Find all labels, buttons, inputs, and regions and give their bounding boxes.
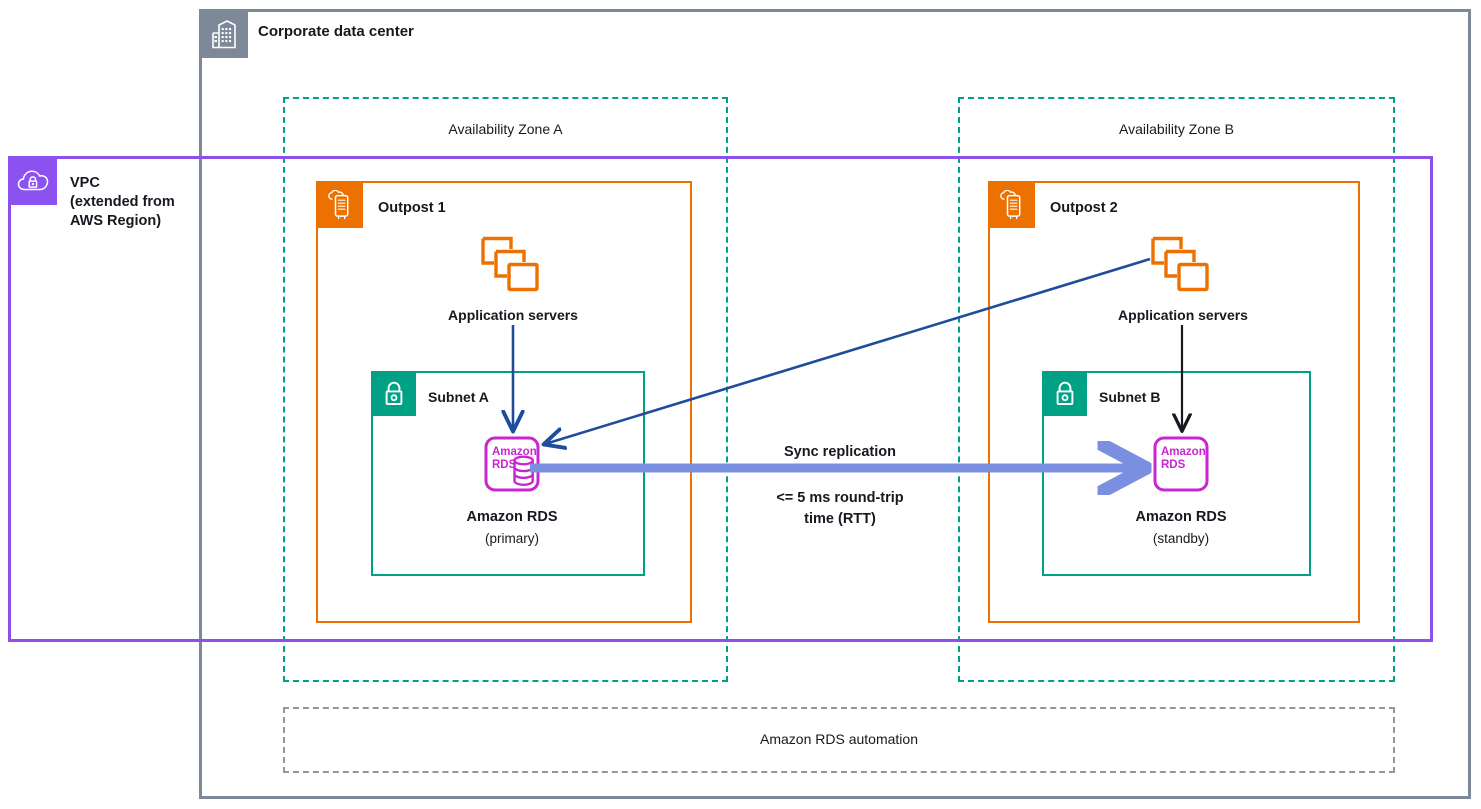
round-trip-time-label: <= 5 ms round-trip time (RTT) — [700, 488, 980, 530]
subnet-a-title: Subnet A — [428, 389, 489, 405]
amazon-rds-primary-icon: Amazon RDS — [484, 436, 540, 492]
corporate-data-center-boundary — [199, 9, 1471, 799]
subnet-a-boundary — [371, 371, 645, 576]
vpc-icon-tile — [8, 156, 57, 205]
vpc-title-line-3: AWS Region) — [70, 213, 162, 229]
rds-primary-icon-text-amazon: Amazon — [492, 446, 537, 458]
application-servers-a-icon — [478, 232, 548, 302]
availability-zone-b-label: Availability Zone B — [1119, 121, 1234, 137]
availability-zone-a-label: Availability Zone A — [448, 121, 563, 137]
subnet-lock-icon — [385, 381, 402, 405]
application-servers-b-label: Application servers — [1118, 307, 1248, 323]
amazon-rds-standby-role: (standby) — [1152, 531, 1210, 546]
sync-replication-label: Sync replication — [783, 444, 896, 460]
vpc-title-line-2: (extended from — [70, 194, 175, 210]
vpc-title-line-1: VPC — [70, 175, 100, 191]
amazon-rds-standby-icon: Amazon RDS — [1153, 436, 1209, 492]
corporate-building-icon — [211, 19, 236, 48]
outpost-2-title: Outpost 2 — [1050, 200, 1118, 216]
subnet-b-title: Subnet B — [1099, 389, 1161, 405]
vpc-boundary — [8, 156, 1433, 642]
amazon-rds-standby-name: Amazon RDS — [1135, 509, 1227, 525]
corporate-data-center-icon-tile — [199, 9, 248, 58]
rds-standby-icon-text-amazon: Amazon — [1161, 446, 1206, 458]
rds-primary-icon-text-rds: RDS — [492, 459, 517, 471]
subnet-b-boundary — [1042, 371, 1311, 576]
outpost-1-icon-tile — [316, 181, 363, 228]
amazon-rds-automation-label: Amazon RDS automation — [760, 731, 918, 747]
subnet-b-icon-tile — [1042, 371, 1087, 416]
round-trip-time-line-2: time (RTT) — [804, 511, 876, 527]
subnet-a-icon-tile — [371, 371, 416, 416]
amazon-rds-primary-name: Amazon RDS — [466, 509, 558, 525]
amazon-rds-automation-boundary — [283, 707, 1395, 773]
outpost-1-title: Outpost 1 — [378, 200, 446, 216]
vpc-title: VPC (extended from AWS Region) — [70, 174, 200, 231]
amazon-rds-primary-role: (primary) — [485, 531, 539, 546]
application-servers-a-label: Application servers — [448, 307, 578, 323]
outpost-rack-icon — [999, 189, 1020, 219]
round-trip-time-line-1: <= 5 ms round-trip — [776, 490, 904, 506]
application-servers-b-icon — [1148, 232, 1218, 302]
outpost-2-icon-tile — [988, 181, 1035, 228]
corporate-data-center-title: Corporate data center — [258, 23, 414, 40]
outpost-rack-icon — [327, 189, 348, 219]
rds-standby-icon-text-rds: RDS — [1161, 459, 1186, 471]
vpc-cloud-lock-icon — [17, 170, 48, 190]
subnet-lock-icon — [1056, 381, 1073, 405]
